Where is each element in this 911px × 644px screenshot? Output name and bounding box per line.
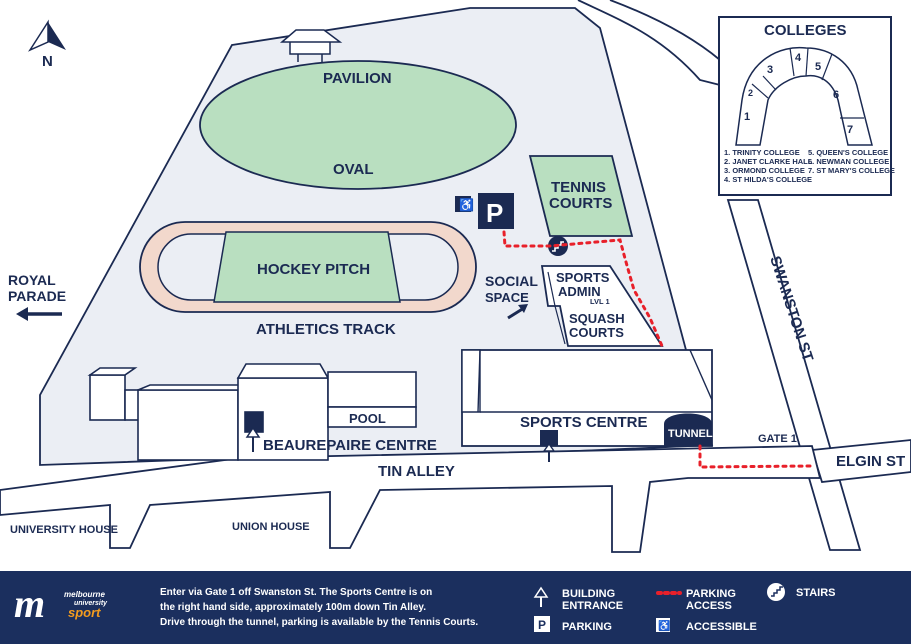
sports-centre-label: SPORTS CENTRE	[520, 414, 648, 431]
pool-label: POOL	[349, 411, 386, 426]
parking-route-entry	[698, 444, 812, 469]
beaurepaire-entrance-icon	[245, 426, 261, 452]
royal-parade-arrow-icon	[16, 307, 62, 321]
legend-entrance-icon	[533, 586, 549, 607]
accessible-icon	[455, 196, 471, 212]
tennis-label-1: TENNIS	[551, 179, 606, 196]
tin-alley-road	[0, 445, 822, 553]
footer-canvas: m melbourne university sport Enter via G…	[14, 581, 836, 633]
social-space-label-1: SOCIAL	[485, 273, 538, 289]
college-number-4: 4	[795, 52, 802, 64]
pavilion-building	[279, 29, 343, 62]
legend-parking-access-1: PARKING	[686, 588, 736, 600]
royal-parade-label-2: PARADE	[8, 288, 66, 304]
college-number-2: 2	[748, 88, 753, 98]
logo-text-sport: sport	[68, 605, 101, 620]
college-legend-2: 2. JANET CLARKE HALL	[724, 157, 813, 166]
legend-building-entrance-2: ENTRANCE	[562, 600, 623, 612]
level-label: LVL 1	[590, 297, 610, 306]
legend-building-entrance-1: BUILDING	[562, 588, 615, 600]
college-legend-3: 3. ORMOND COLLEGE	[724, 166, 805, 175]
tennis-courts	[528, 155, 634, 237]
oval-field	[199, 60, 517, 190]
parking-symbol: P	[486, 198, 503, 228]
legend-parking-symbol: P	[538, 618, 546, 632]
tunnel-label: TUNNEL	[668, 428, 713, 440]
sports-centre-building	[461, 349, 713, 447]
oval-label: OVAL	[333, 161, 374, 178]
accessible-glyph: ♿	[459, 198, 474, 212]
squash-label-1: SQUASH	[569, 311, 625, 326]
sports-admin-label-2: ADMIN	[558, 284, 601, 299]
legend-stairs: STAIRS	[796, 587, 836, 599]
beaurepaire-building	[87, 363, 417, 461]
college-legend-4: 4. ST HILDA'S COLLEGE	[724, 175, 812, 184]
logo-text-university: university	[74, 600, 108, 607]
north-arrow-icon	[28, 19, 66, 52]
tennis-label-2: COURTS	[549, 195, 612, 212]
parking-route	[502, 230, 664, 348]
sports-admin-label-1: SPORTS	[556, 270, 610, 285]
footer-description-line-3: Drive through the tunnel, parking is ava…	[160, 617, 478, 628]
college-number-1: 1	[744, 111, 750, 123]
footer-bar: m melbourne university sport Enter via G…	[0, 571, 911, 644]
college-legend-5: 5. QUEEN'S COLLEGE	[808, 148, 888, 157]
social-space-label-2: SPACE	[485, 290, 529, 305]
legend-parking-access-2: ACCESS	[686, 600, 732, 612]
legend-stairs-icon	[767, 583, 785, 601]
college-legend-1: 1. TRINITY COLLEGE	[724, 148, 800, 157]
sports-centre-entrance-icon	[542, 442, 556, 462]
swanston-street	[726, 199, 862, 551]
map-canvas: PAVILION OVAL HOCKEY PITCH ATHLETICS TRA…	[0, 0, 911, 553]
tin-alley-label: TIN ALLEY	[378, 463, 455, 480]
colleges-title: COLLEGES	[764, 22, 847, 39]
college-number-6: 6	[833, 89, 839, 101]
squash-label-2: COURTS	[569, 325, 624, 340]
hockey-pitch	[213, 231, 401, 303]
royal-parade-label-1: ROYAL	[8, 272, 56, 288]
athletics-track-label: ATHLETICS TRACK	[256, 321, 396, 338]
north-label: N	[42, 53, 53, 70]
college-legend-6: 6. NEWMAN COLLEGE	[808, 157, 889, 166]
hockey-pitch-label: HOCKEY PITCH	[257, 261, 370, 278]
road-north	[577, 0, 721, 86]
union-house-label: UNION HOUSE	[232, 521, 310, 533]
college-legend-7: 7. ST MARY'S COLLEGE	[808, 166, 895, 175]
legend-accessible-glyph: ♿	[658, 619, 670, 632]
gate-label: GATE 1	[758, 433, 797, 445]
social-space-arrow-icon	[507, 304, 528, 320]
sports-admin-building	[540, 265, 664, 347]
logo-mark: m	[14, 581, 45, 626]
legend-accessible-icon	[656, 618, 670, 632]
legend-accessible: ACCESSIBLE	[686, 621, 757, 633]
pavilion-label: PAVILION	[323, 70, 392, 87]
footer-description-line-1: Enter via Gate 1 off Swanston St. The Sp…	[160, 587, 432, 598]
college-number-3: 3	[767, 64, 773, 76]
college-number-7: 7	[847, 124, 853, 136]
parking-icon	[478, 193, 514, 229]
legend-parking-icon	[534, 616, 550, 632]
sports-admin-inner-wall	[547, 271, 566, 345]
footer-description-line-2: the right hand side, approximately 100m …	[160, 602, 426, 613]
logo-text-melbourne: melbourne	[64, 590, 105, 599]
legend-parking: PARKING	[562, 621, 612, 633]
tunnel	[664, 413, 712, 446]
college-number-5: 5	[815, 61, 821, 73]
elgin-street-label: ELGIN ST	[836, 453, 905, 470]
colleges-inset: COLLEGES 1 2 3 4 5 6 7 1. TRINITY COLLEG…	[718, 16, 895, 196]
beaurepaire-label: BEAUREPAIRE CENTRE	[263, 437, 437, 454]
university-house-label: UNIVERSITY HOUSE	[10, 524, 118, 536]
